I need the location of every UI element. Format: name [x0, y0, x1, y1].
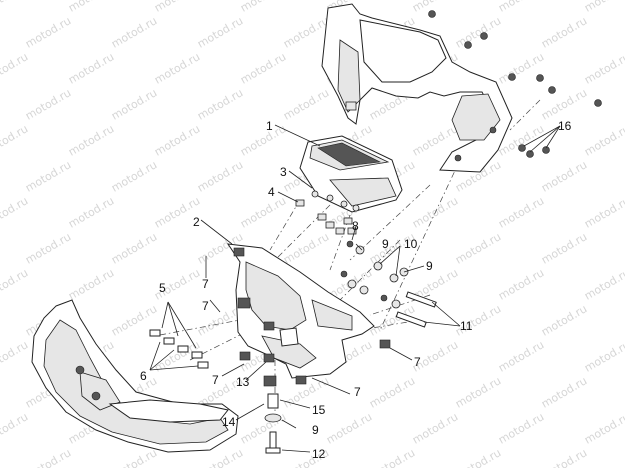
callout-7d: 7	[414, 355, 421, 369]
callout-6: 6	[140, 369, 147, 383]
instrument-cluster	[299, 135, 403, 213]
long-screws-11	[395, 291, 437, 328]
leader-lines	[149, 124, 561, 453]
upper-fairing-bracket	[321, 3, 513, 173]
callout-9c: 9	[312, 423, 319, 437]
bolts-5-6	[149, 329, 209, 369]
callout-15: 15	[312, 403, 326, 417]
callout-7b: 7	[212, 373, 219, 387]
headlight-assembly	[31, 299, 239, 453]
callout-4: 4	[268, 185, 275, 199]
callout-14: 14	[222, 415, 236, 429]
small-fasteners	[295, 190, 409, 309]
callout-7c: 7	[354, 385, 361, 399]
callout-7e: 7	[202, 299, 209, 313]
callout-5: 5	[159, 281, 166, 295]
callout-9b: 9	[426, 259, 433, 273]
callout-9a: 9	[382, 237, 389, 251]
callout-1: 1	[266, 119, 273, 133]
callout-7a: 7	[202, 277, 209, 291]
callout-2: 2	[193, 215, 200, 229]
callout-10: 10	[404, 237, 418, 251]
callout-3: 3	[280, 165, 287, 179]
callout-8: 8	[352, 219, 359, 233]
callout-12: 12	[312, 447, 326, 461]
screws-16	[428, 10, 602, 158]
callout-labels: 1 2 3 4 5 6 7 7 7 7 7 8 9 9 9 10 11 12 1…	[140, 119, 572, 461]
main-bracket	[226, 243, 391, 385]
callout-11: 11	[460, 319, 473, 333]
callout-13: 13	[236, 375, 250, 389]
bottom-fasteners	[263, 375, 282, 454]
callout-16: 16	[558, 119, 572, 133]
